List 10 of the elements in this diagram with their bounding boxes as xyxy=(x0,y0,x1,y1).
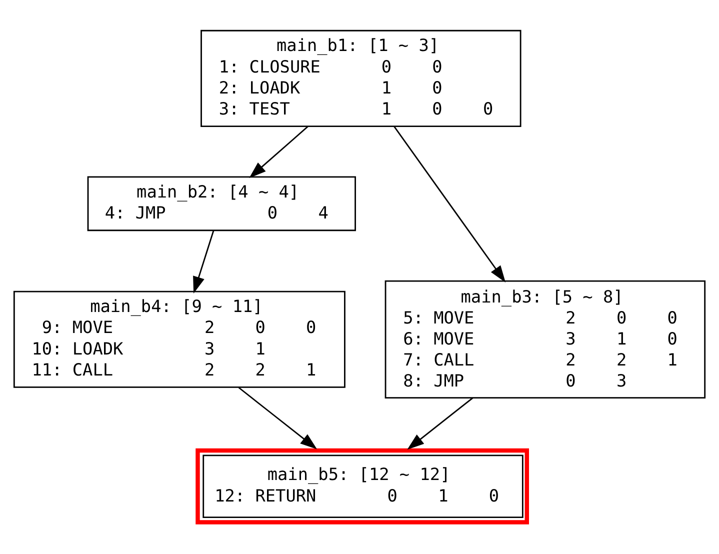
arrow xyxy=(249,125,308,178)
node-box: main_b1: [1 ~ 3] 1: CLOSURE 0 0 2: LOADK 1 0 3: TEST 1 0 0 xyxy=(200,29,522,126)
node-box: main_b4: [9 ~ 11] 9: MOVE 2 0 0 10: LOADK 3 1 11: CALL 2 2 1 xyxy=(13,290,346,388)
arrow xyxy=(238,386,318,449)
arrow xyxy=(394,126,506,282)
arrow xyxy=(193,230,214,293)
node-box: main_b2: [4 ~ 4] 4: JMP 0 4 xyxy=(87,176,356,231)
node-box: main_b3: [5 ~ 8] 5: MOVE 2 0 0 6: MOVE 3 1 0 7: CALL 2 2 1 8: JMP 0 3 xyxy=(384,280,706,398)
node-box: main_b5: [12 ~ 12] 12: RETURN 0 1 0 xyxy=(196,448,529,524)
arrow xyxy=(407,396,474,450)
